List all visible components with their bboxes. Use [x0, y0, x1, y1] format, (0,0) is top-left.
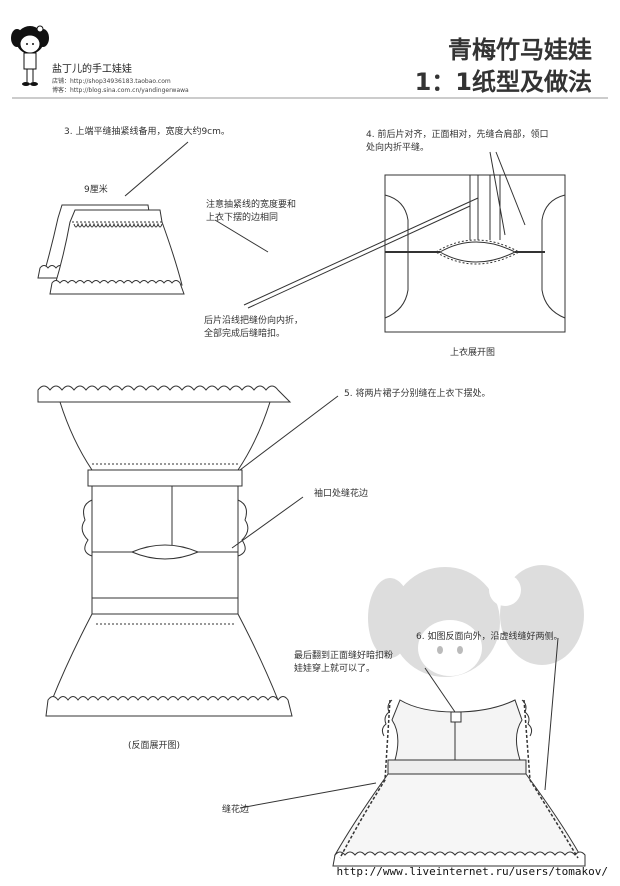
leader-line	[247, 205, 471, 309]
gather-note-2: 上衣下摆的边相同	[206, 213, 279, 223]
doll-silhouette	[368, 565, 584, 677]
leader-line	[243, 197, 479, 306]
lace-edge-note: 缝花边	[222, 805, 250, 815]
leader-line	[124, 141, 189, 197]
width-label: 9厘米	[84, 185, 108, 195]
back-fold-note-1: 后片沿线把缝份向内折，	[204, 316, 304, 326]
leader-line	[214, 219, 269, 253]
page-subtitle: 1：1纸型及做法	[414, 68, 592, 96]
step5-text: 5. 将两片裙子分别缝在上衣下摆处。	[344, 389, 491, 399]
gather-note-1: 注意抽紧线的宽度要和	[206, 200, 297, 210]
skirt-diagram	[37, 204, 185, 295]
leader-line	[544, 637, 559, 791]
leader-line	[489, 151, 506, 236]
leader-line	[495, 151, 526, 226]
shop-url: 店铺：http://shop34936183.taobao.com	[52, 78, 171, 85]
leader-line	[424, 667, 456, 713]
step4-text-2: 处向内折平缝。	[366, 143, 430, 153]
finished-dress-diagram	[332, 699, 586, 867]
brand-name: 盐丁儿的手工娃娃	[52, 64, 132, 75]
reverse-expanded-diagram	[37, 385, 293, 717]
back-fold-note-2: 全部完成后缝暗扣。	[204, 329, 286, 339]
leader-line	[239, 395, 339, 471]
source-url: http://www.liveinternet.ru/users/tomakov…	[336, 865, 608, 878]
brand-logo	[11, 25, 49, 86]
top-pattern-diagram	[384, 174, 566, 333]
sleeve-edge-note: 袖口处缝花边	[314, 489, 369, 499]
top-pattern-caption: 上衣展开图	[450, 348, 496, 358]
step3-text: 3. 上端平缝抽紧线备用，宽度大约9cm。	[64, 127, 230, 137]
reverse-caption: (反面展开图)	[128, 741, 181, 751]
step4-text-1: 4. 前后片对齐，正面相对，先缝合肩部，领口	[366, 130, 549, 140]
leader-line	[231, 496, 304, 549]
blog-url: 博客：http://blog.sina.com.cn/yandingerwawa	[52, 87, 189, 94]
page-title: 青梅竹马娃娃	[448, 36, 592, 64]
step6-text: 6. 如图反面向外，沿虚线缝好两侧。	[416, 632, 563, 642]
snap-note-1: 最后翻到正面缝好暗扣粉	[294, 651, 394, 661]
leader-line	[239, 782, 377, 809]
snap-note-2: 娃娃穿上就可以了。	[294, 664, 376, 674]
